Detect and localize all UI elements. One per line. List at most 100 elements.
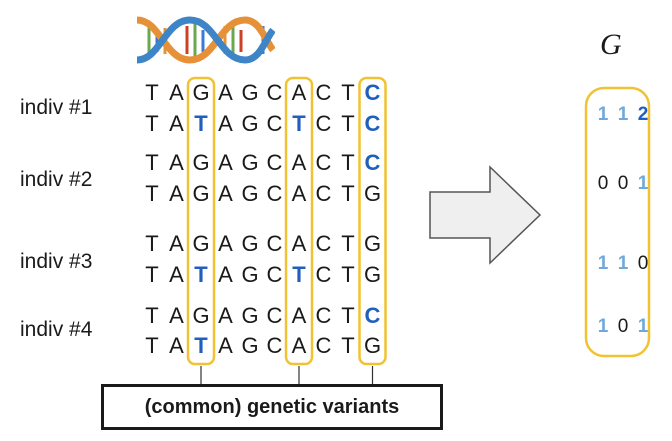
nucleotide: G [192,150,210,175]
nucleotide: T [292,262,306,287]
right-arrow-icon [429,165,542,265]
nucleotide: C [266,80,283,105]
nucleotide: T [194,262,208,287]
genotype-value: 1 [617,253,629,274]
nucleotide: C [266,333,283,358]
nucleotide: A [218,231,233,256]
nucleotide: C [315,181,332,206]
nucleotide: C [266,181,283,206]
nucleotide: T [194,111,208,136]
nucleotide: T [145,231,159,256]
genotype-value: 1 [597,316,609,337]
individual-label: indiv #3 [20,250,93,273]
individual-label: indiv #2 [20,168,93,191]
nucleotide: A [169,262,184,287]
genotype-value: 0 [597,173,609,194]
individual-label: indiv #4 [20,318,93,341]
nucleotide: C [266,262,283,287]
nucleotide: A [218,111,233,136]
nucleotide: T [292,111,306,136]
nucleotide: T [145,150,159,175]
nucleotide: A [291,303,307,328]
nucleotide: A [218,262,233,287]
individual-label: indiv #1 [20,96,93,119]
nucleotide: A [291,333,307,358]
dna-helix-icon [136,16,275,64]
nucleotide: A [169,80,184,105]
genotype-value: 1 [597,253,609,274]
genotype-value: 0 [617,316,629,337]
matrix-bracket [584,86,651,358]
nucleotide: C [315,80,332,105]
genotype-value: 2 [637,104,649,125]
nucleotide: A [169,150,184,175]
nucleotide: A [291,231,307,256]
nucleotide: A [291,181,307,206]
nucleotide: T [341,181,355,206]
nucleotide: T [194,333,208,358]
nucleotide: G [241,333,259,358]
nucleotide: C [364,150,381,175]
nucleotide: T [145,181,159,206]
nucleotide: G [363,262,382,287]
nucleotide: A [169,333,184,358]
nucleotide: T [341,150,355,175]
genotype-value: 1 [617,104,629,125]
nucleotide: C [315,303,332,328]
nucleotide: C [315,150,332,175]
nucleotide: A [169,181,184,206]
nucleotide: C [315,262,332,287]
nucleotide: A [291,150,307,175]
nucleotide: G [241,303,259,328]
nucleotide: G [241,150,259,175]
nucleotide: C [364,111,381,136]
nucleotide: T [145,262,159,287]
nucleotide: T [341,262,355,287]
caption-box: (common) genetic variants [101,384,443,430]
nucleotide: C [315,333,332,358]
genotype-value: 0 [617,173,629,194]
nucleotide: T [341,231,355,256]
nucleotide: C [315,111,332,136]
nucleotide: T [341,111,355,136]
nucleotide: A [218,80,233,105]
nucleotide: G [241,111,259,136]
nucleotide: A [169,231,184,256]
variant-highlight-box [358,76,387,366]
nucleotide: G [192,303,210,328]
nucleotide: G [363,181,382,206]
nucleotide: G [241,181,259,206]
matrix-label: G [600,28,622,61]
nucleotide: G [363,231,382,256]
nucleotide: A [169,111,184,136]
nucleotide: T [341,80,355,105]
nucleotide: T [341,333,355,358]
nucleotide: G [241,262,259,287]
nucleotide: G [363,333,382,358]
nucleotide: C [364,80,381,105]
nucleotide: G [241,231,259,256]
nucleotide: G [192,80,210,105]
nucleotide: T [145,333,159,358]
nucleotide: A [169,303,184,328]
nucleotide: C [266,111,283,136]
genotype-value: 0 [637,253,649,274]
nucleotide: C [266,303,283,328]
nucleotide: T [145,80,159,105]
nucleotide: G [241,80,259,105]
nucleotide: T [341,303,355,328]
nucleotide: G [192,181,210,206]
nucleotide: C [266,231,283,256]
nucleotide: A [291,80,307,105]
caption-text: (common) genetic variants [144,395,400,418]
nucleotide: T [145,303,159,328]
nucleotide: T [145,111,159,136]
nucleotide: A [218,181,233,206]
nucleotide: C [364,303,381,328]
nucleotide: A [218,150,233,175]
genotype-value: 1 [637,316,649,337]
nucleotide: C [266,150,283,175]
nucleotide: A [218,303,233,328]
